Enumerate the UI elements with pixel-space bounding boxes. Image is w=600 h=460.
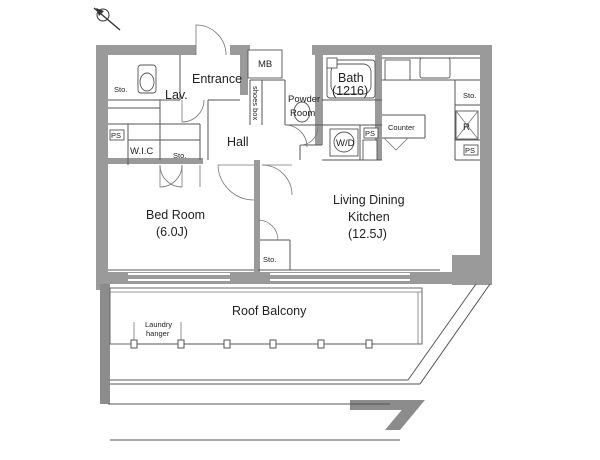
- fixtures: [137, 49, 479, 161]
- storage-bed-label: Sto.: [263, 255, 276, 264]
- windows: [128, 273, 410, 281]
- wic-label: W.I.C: [130, 146, 153, 157]
- interior-lines: [108, 55, 480, 271]
- bed-room-size-label: (6.0J): [156, 225, 188, 239]
- roof-balcony-label: Roof Balcony: [232, 304, 307, 318]
- hall-label: Hall: [227, 135, 249, 149]
- mb-label: MB: [258, 59, 272, 70]
- laundry-hanger-label: Laundry: [145, 320, 172, 329]
- pipe-space-right-label: PS: [465, 146, 475, 155]
- ldk-label-line1: Living Dining: [333, 193, 405, 207]
- interior-walls: [108, 45, 382, 272]
- wd-label: W/D: [336, 138, 355, 149]
- door-swings: [159, 24, 409, 241]
- bath-size-label: (1216): [332, 84, 368, 98]
- entrance-label: Entrance: [192, 72, 242, 86]
- storage-wic-label: Sto.: [173, 151, 186, 160]
- ldk-label-line2: Kitchen: [348, 210, 390, 224]
- pipe-space-wd: PS: [363, 127, 379, 139]
- ldk-size-label: (12.5J): [348, 227, 387, 241]
- storage-ldk-label: Sto.: [463, 91, 476, 100]
- laundry-hanger-label-2: hanger: [146, 329, 170, 338]
- bath-label: Bath: [338, 71, 364, 85]
- counter-label: Counter: [388, 123, 415, 132]
- pipe-space-left-label: PS: [111, 131, 121, 140]
- shoes-box-label: shoes box: [251, 86, 260, 120]
- lav-label: Lav.: [165, 88, 188, 102]
- roof-balcony-area: [100, 283, 491, 441]
- pipe-space-left: PS: [109, 129, 125, 141]
- pipe-space-right: PS: [463, 144, 479, 156]
- pipe-space-wd-label: PS: [365, 129, 375, 138]
- compass-icon: [93, 7, 121, 31]
- storage-lav-label: Sto.: [114, 85, 127, 94]
- bed-room-label: Bed Room: [146, 208, 205, 222]
- powder-room-label: Powder: [288, 94, 320, 105]
- powder-room-label-2: Room: [290, 108, 315, 119]
- refrigerator-label: R: [463, 122, 470, 133]
